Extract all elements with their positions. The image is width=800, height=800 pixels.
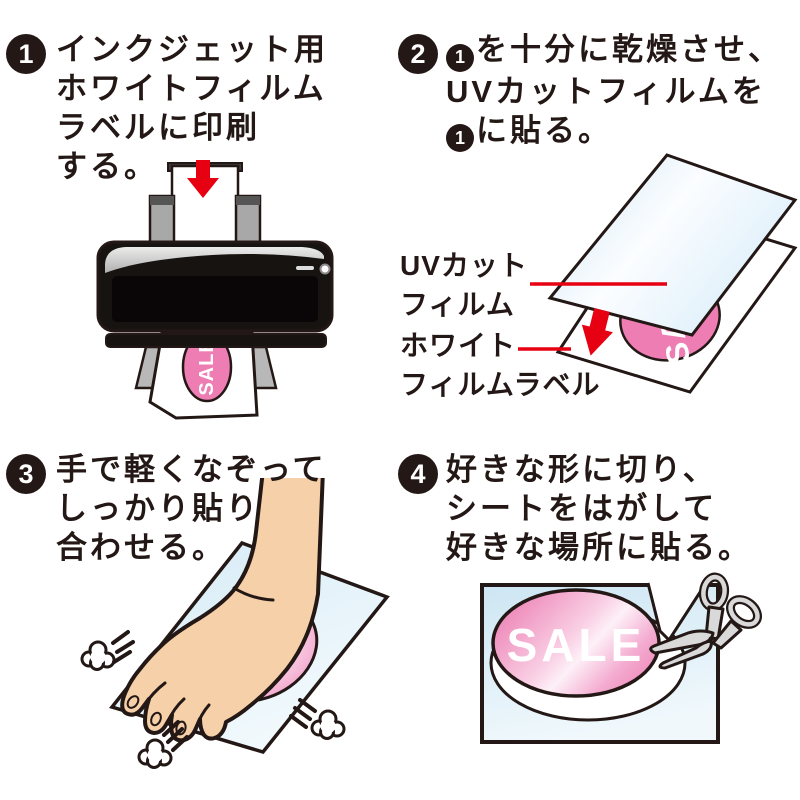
step-2-number-badge: 2	[398, 34, 438, 74]
step-3-line-2: しっかり貼り	[56, 491, 260, 526]
step-1-text: インクジェット用 ホワイトフィルム ラベルに印刷 する。	[56, 30, 328, 186]
step-ref-badge: 1	[446, 43, 474, 72]
puff-icon	[80, 630, 135, 671]
step-1-line-4: する。	[56, 149, 158, 184]
sale-sticker-oval: SALE	[491, 588, 661, 698]
step-3-line-1: 手で軽くなぞって	[56, 452, 327, 487]
apply-arrow-icon	[581, 308, 613, 356]
step-3-number-badge: 3	[6, 454, 46, 494]
step-4-text: 好きな形に切り、 シートをはがして 好きな場所に貼る。	[446, 450, 752, 567]
fingernail	[126, 695, 140, 709]
fingernail	[150, 711, 162, 727]
uv-cut-film-sheet	[547, 153, 798, 337]
cutting-illustration: SALE	[480, 572, 762, 744]
cut-slit	[646, 582, 708, 642]
step-3-line-3: 合わせる。	[56, 530, 226, 565]
callout-uv-film: UVカット フィルム	[400, 250, 528, 320]
status-indicator	[296, 266, 314, 270]
power-button	[319, 263, 331, 275]
callout-white-film-label: ホワイト フィルムラベル	[400, 330, 601, 400]
printer-illustration: SALE	[96, 160, 334, 420]
step-ref-badge: 1	[446, 124, 474, 152]
step-2-line-2: UVカットフィルムを	[446, 73, 766, 109]
step-1-line-1: インクジェット用	[56, 32, 328, 67]
scissors-icon	[649, 572, 762, 670]
puff-icon	[137, 720, 189, 769]
feed-arrow-icon	[187, 160, 219, 198]
puff-icon	[289, 698, 346, 740]
step-4-line-2: シートをはがして	[446, 491, 718, 526]
printer-base	[105, 333, 327, 348]
sale-label-text: SALE	[196, 338, 218, 395]
step-1-line-2: ホワイトフィルム	[56, 71, 327, 106]
film-layers-illustration: SALE	[518, 153, 798, 394]
step-4-number-badge: 4	[398, 454, 438, 494]
sale-label-text: SALE	[507, 619, 646, 671]
hand-pressing-illustration: SALE	[80, 478, 390, 769]
step-1-line-3: ラベルに印刷	[56, 110, 260, 145]
step-4-line-1: 好きな形に切り、	[446, 452, 717, 487]
step-1-number-badge: 1	[6, 34, 46, 74]
step-4-line-3: 好きな場所に貼る。	[446, 530, 752, 565]
pressing-hand	[120, 478, 325, 743]
printer-body	[96, 240, 334, 333]
step-3-text: 手で軽くなぞって しっかり貼り 合わせる。	[56, 450, 326, 567]
